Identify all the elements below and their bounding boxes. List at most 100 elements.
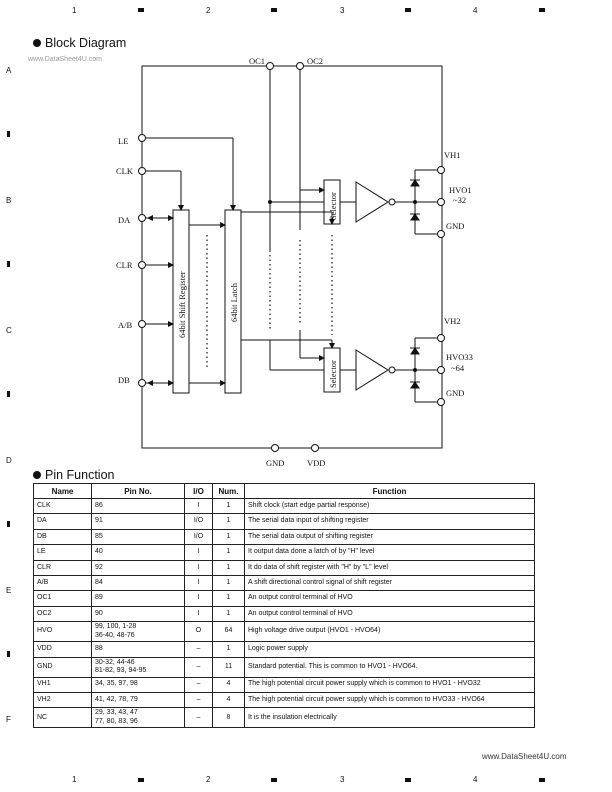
block-diagram-title: Block Diagram (45, 36, 127, 50)
pin-function-title: Pin Function (45, 468, 115, 482)
label-le: LE (118, 136, 128, 146)
bullet-icon (33, 471, 41, 479)
cell-num: 4 (212, 691, 245, 709)
cell-function: An output control terminal of HVO (244, 605, 535, 623)
bullet-icon (33, 39, 41, 47)
label-vh2: VH2 (444, 316, 461, 326)
label-gnd: GND (266, 458, 284, 468)
ruler-col-2-top: 2 (206, 6, 211, 15)
label-latch: 64bit Latch (229, 282, 239, 322)
pin-clk (138, 167, 146, 175)
label-db: DB (118, 375, 130, 385)
cell-io: I (184, 574, 213, 592)
cell-num: 1 (212, 641, 245, 658)
buffer-top (355, 181, 389, 223)
pin-vh1 (437, 166, 445, 174)
cell-function: The high potential circuit power supply … (244, 691, 535, 709)
pin-vdd (311, 444, 319, 452)
cell-pin-no: 41, 42, 78, 79 (91, 691, 185, 709)
cell-function: An output control terminal of HVO (244, 590, 535, 607)
cell-io: O (184, 621, 213, 643)
cell-pin-no: 29, 33, 43, 47 77, 80, 83, 96 (91, 707, 185, 729)
cell-num: 1 (212, 559, 245, 576)
cell-pin-no: 89 (91, 590, 185, 607)
cell-num: 64 (212, 621, 245, 643)
ruler-col-1-bottom: 1 (72, 775, 77, 784)
table-header-row: Name Pin No. I/O Num. Function (33, 483, 535, 499)
ruler-tick (539, 778, 545, 782)
cell-function: The serial data input of shifting regist… (244, 513, 535, 530)
header-name: Name (33, 483, 92, 499)
label-hvo33-range: ~64 (451, 363, 465, 373)
ruler-row-e: E (6, 586, 12, 595)
cell-io: I (184, 559, 213, 576)
label-selector-bottom: Selector (328, 360, 338, 388)
cell-function: A shift directional control signal of sh… (244, 574, 535, 592)
block-diagram: OC1 OC2 LE CLK DA CLR A/B DB GND VDD VH1… (116, 56, 473, 468)
cell-io: – (184, 691, 213, 709)
cell-pin-no: 91 (91, 513, 185, 530)
cell-function: It output data done a latch of by "H" le… (244, 544, 535, 561)
pin-vh2 (437, 334, 445, 342)
cell-io: I (184, 605, 213, 623)
ruler-col-1-top: 1 (72, 6, 77, 15)
cell-num: 1 (212, 528, 245, 546)
cell-name: OC1 (33, 590, 92, 607)
cell-name: CLK (33, 497, 92, 515)
ruler-row-d: D (6, 456, 12, 465)
cell-name: VH2 (33, 691, 92, 709)
cell-function: Standard potential. This is common to HV… (244, 656, 535, 678)
cell-num: 1 (212, 574, 245, 592)
ruler-tick (7, 521, 10, 527)
cell-name: NC (33, 707, 92, 729)
ruler-row-a: A (6, 66, 12, 75)
cell-function: Logic power supply (244, 641, 535, 658)
cell-name: HVO (33, 621, 92, 643)
cell-pin-no: 30-32, 44-46 81-82, 93, 94-95 (91, 656, 185, 678)
ruler-col-4-top: 4 (473, 6, 478, 15)
ruler-tick (7, 391, 10, 397)
cell-pin-no: 84 (91, 574, 185, 592)
cell-function: It do data of shift register with "H" by… (244, 559, 535, 576)
cell-pin-no: 34, 35, 97, 98 (91, 676, 185, 693)
cell-function: The high potential circuit power supply … (244, 676, 535, 693)
cell-num: 11 (212, 656, 245, 678)
label-oc1: OC1 (249, 56, 265, 66)
pin-hvo1 (437, 198, 445, 206)
cell-name: DA (33, 513, 92, 530)
cell-name: A/B (33, 574, 92, 592)
pin-da (138, 214, 146, 222)
cell-io: I/O (184, 513, 213, 530)
cell-num: 1 (212, 513, 245, 530)
cell-name: GND (33, 656, 92, 678)
cell-name: VH1 (33, 676, 92, 693)
pin-le (138, 134, 146, 142)
cell-num: 1 (212, 544, 245, 561)
pin-hvo33 (437, 366, 445, 374)
ruler-tick (7, 651, 10, 657)
cell-io: – (184, 707, 213, 729)
ruler-row-b: B (6, 196, 12, 205)
cell-num: 1 (212, 497, 245, 515)
label-gnd-top: GND (446, 221, 464, 231)
ruler-row-c: C (6, 326, 12, 335)
cell-name: DB (33, 528, 92, 546)
ruler-tick (271, 778, 277, 782)
header-function: Function (244, 483, 535, 499)
label-vh1: VH1 (444, 150, 461, 160)
footer-url: www.DataSheet4U.com (482, 752, 567, 761)
ruler-col-2-bottom: 2 (206, 775, 211, 784)
ruler-tick (539, 8, 545, 12)
ruler-col-3-top: 3 (340, 6, 345, 15)
pin-gnd1 (437, 230, 445, 238)
chip-outline (141, 65, 443, 449)
header-num: Num. (212, 483, 245, 499)
cell-io: I (184, 497, 213, 515)
